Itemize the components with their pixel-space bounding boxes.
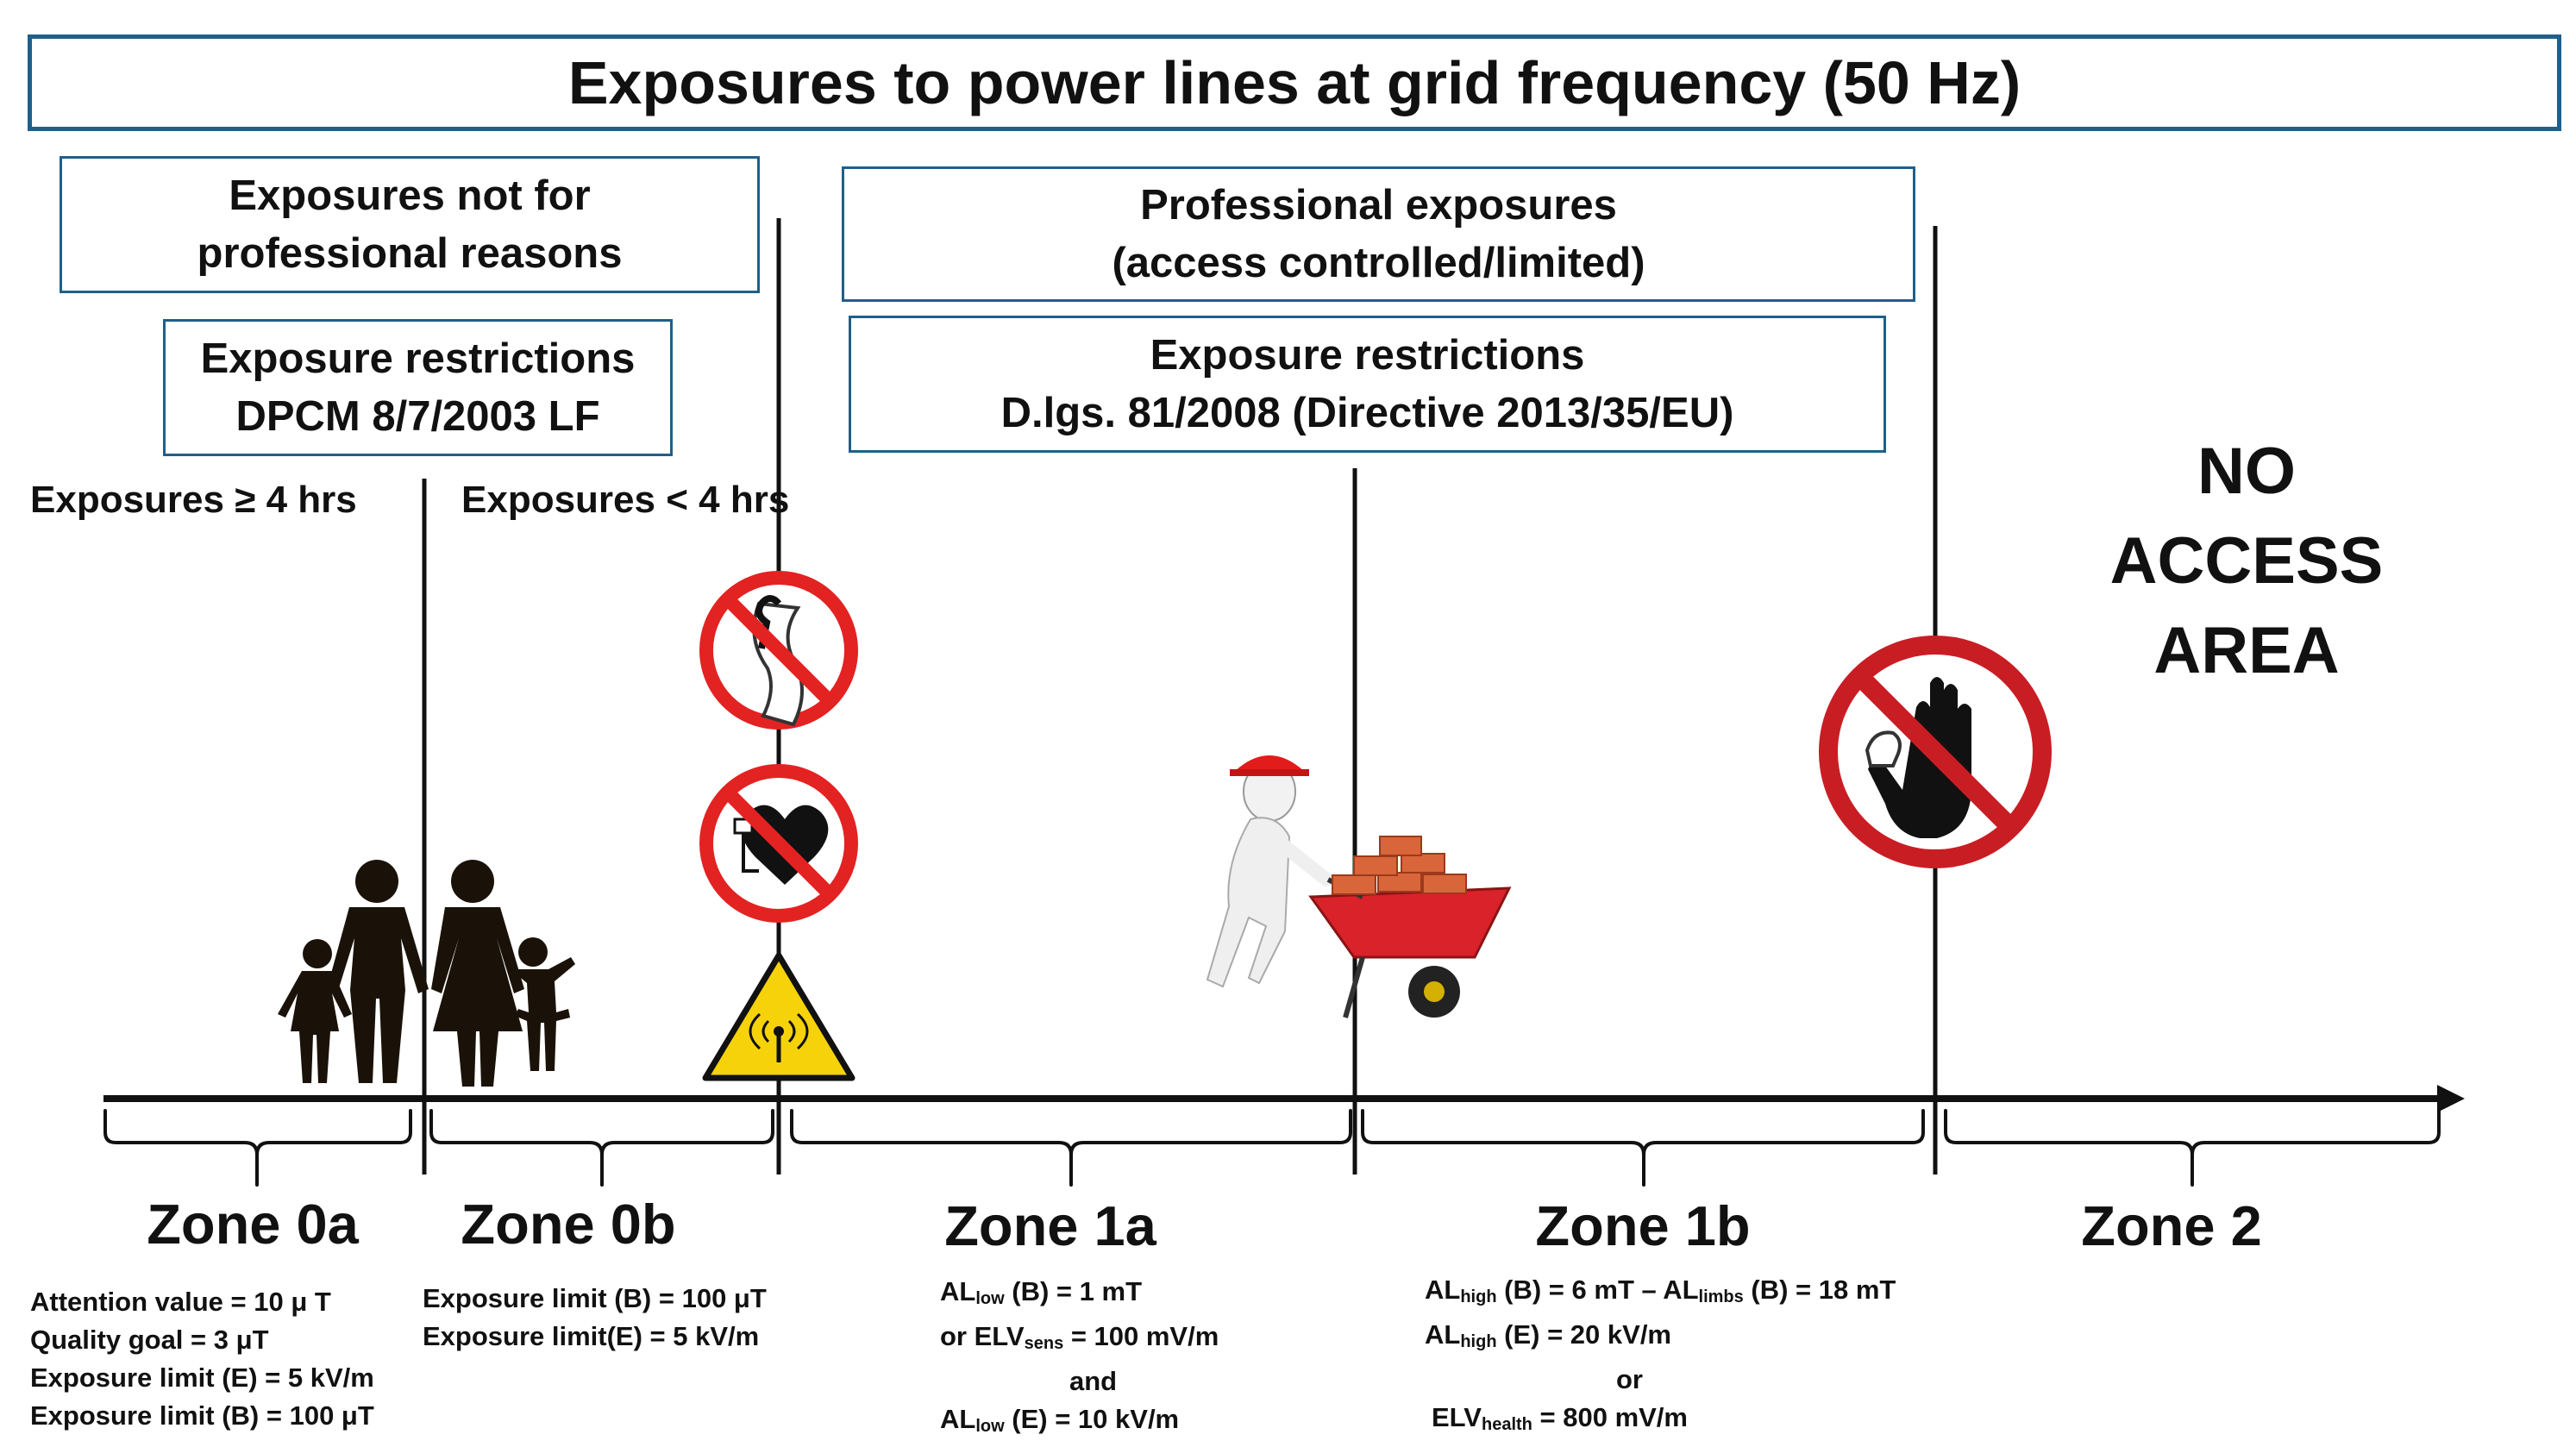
zone-1b-al-text: AL — [1425, 1275, 1461, 1305]
title-box: Exposures to power lines at grid frequen… — [28, 34, 2561, 131]
non-ionizing-radiation-warning-icon — [702, 952, 856, 1081]
brace-zone-0b — [429, 1109, 774, 1187]
dpcm-restrictions-line2: DPCM 8/7/2003 LF — [235, 392, 600, 440]
zone-1b-label: Zone 1b — [1535, 1194, 1751, 1257]
zone-1b-limbs-value: (B) = 18 mT — [1743, 1275, 1896, 1305]
page-title: Exposures to power lines at grid frequen… — [567, 49, 2021, 116]
non-professional-line2: professional reasons — [197, 229, 623, 277]
zone-0a-notes: Attention value = 10 μ T Quality goal = … — [30, 1283, 374, 1435]
professional-line2: (access controlled/limited) — [1112, 239, 1645, 286]
zone-1a-low-subscript-2: low — [975, 1417, 1005, 1436]
dlgs-restrictions-line1: Exposure restrictions — [1150, 331, 1585, 379]
zone-1a-b-value: (B) = 1 mT — [1004, 1276, 1143, 1306]
zone-1b-elv-text: ELV — [1432, 1402, 1482, 1432]
zone-1b-b-value: (B) = 6 mT – AL — [1496, 1275, 1699, 1305]
zone-1a-sens-subscript: sens — [1024, 1334, 1064, 1353]
zone-1b-or: or — [1616, 1364, 1643, 1394]
zone-1b-al-high-e: ALhigh (E) = 20 kV/m — [1425, 1316, 1896, 1361]
zone-0a-label: Zone 0a — [147, 1193, 359, 1256]
no-access-area-label: NO ACCESS AREA — [2104, 427, 2389, 696]
zone-0a-attention-value: Attention value = 10 μ T — [30, 1287, 331, 1317]
exposure-long-label: Exposures ≥ 4 hrs — [30, 479, 357, 521]
dpcm-restrictions-line1: Exposure restrictions — [200, 335, 636, 382]
zone-0a-exposure-limit-e: Exposure limit (E) = 5 kV/m — [30, 1362, 374, 1393]
zone-1a-al-low-e: ALlow (E) = 10 kV/m — [940, 1400, 1219, 1445]
zone-0b-exposure-limit-b: Exposure limit (B) = 100 μT — [423, 1283, 767, 1313]
brace-zone-2 — [1944, 1109, 2441, 1187]
zone-1b-elv-health: ELVhealth = 800 mV/m — [1425, 1399, 1896, 1444]
zone-1a-elv-text: or ELV — [940, 1321, 1025, 1351]
exposure-short-label: Exposures < 4 hrs — [461, 479, 790, 521]
dlgs-restrictions-line2: D.lgs. 81/2008 (Directive 2013/35/EU) — [1000, 389, 1734, 436]
no-access-line1: NO — [2197, 435, 2296, 508]
zone-1a-label: Zone 1a — [944, 1194, 1156, 1257]
no-access-hand-icon — [1819, 636, 2052, 868]
zone-1a-al-text-2: AL — [940, 1404, 976, 1434]
zone-1b-e-value: (E) = 20 kV/m — [1496, 1319, 1672, 1350]
zone-1b-notes: ALhigh (B) = 6 mT – ALlimbs (B) = 18 mT … — [1425, 1271, 1896, 1444]
zone-0b-exposure-limit-e: Exposure limit(E) = 5 kV/m — [423, 1321, 760, 1351]
zone-0b-notes: Exposure limit (B) = 100 μT Exposure lim… — [423, 1280, 767, 1356]
axis-arrow-head — [2437, 1085, 2465, 1112]
zone-1b-high-subscript: high — [1460, 1287, 1497, 1306]
non-professional-line1: Exposures not for — [229, 172, 591, 219]
zone-1a-al-low-b: ALlow (B) = 1 mT — [940, 1273, 1219, 1318]
no-metal-implants-icon — [699, 571, 858, 730]
professional-line1: Professional exposures — [1140, 181, 1617, 229]
brace-zone-1a — [790, 1109, 1352, 1187]
zone-1b-elv-value: = 800 mV/m — [1532, 1402, 1688, 1432]
dpcm-restrictions-box: Exposure restrictions DPCM 8/7/2003 LF — [163, 319, 673, 456]
no-access-line3: AREA — [2153, 614, 2340, 687]
dlgs-restrictions-box: Exposure restrictions D.lgs. 81/2008 (Di… — [849, 316, 1886, 453]
family-silhouette-icon — [278, 860, 575, 1087]
zone-1a-and: and — [1069, 1366, 1118, 1396]
brace-zone-0a — [103, 1109, 412, 1187]
zone-1b-health-subscript: health — [1482, 1415, 1532, 1434]
zone-1a-al-text: AL — [940, 1276, 976, 1306]
no-pacemaker-icon — [699, 764, 858, 923]
zone-0b-label: Zone 0b — [461, 1193, 676, 1256]
no-access-line2: ACCESS — [2109, 524, 2384, 598]
zone-2-label: Zone 2 — [2081, 1194, 2262, 1257]
zone-1a-elv-value: = 100 mV/m — [1063, 1321, 1219, 1351]
zone-1b-limbs-subscript: limbs — [1698, 1287, 1744, 1306]
zone-1b-al-text-2: AL — [1425, 1319, 1461, 1350]
zone-1a-e-value: (E) = 10 kV/m — [1004, 1404, 1180, 1434]
zone-1a-low-subscript: low — [975, 1289, 1005, 1308]
zone-1b-high-subscript-2: high — [1460, 1332, 1497, 1351]
brace-zone-1b — [1361, 1109, 1925, 1187]
non-professional-exposures-box: Exposures not for professional reasons — [60, 156, 760, 293]
zone-0a-exposure-limit-b: Exposure limit (B) = 100 μT — [30, 1400, 374, 1431]
zone-1a-elv-sens: or ELVsens = 100 mV/m — [940, 1318, 1219, 1362]
zone-1b-al-high-b: ALhigh (B) = 6 mT – ALlimbs (B) = 18 mT — [1425, 1271, 1896, 1316]
worker-with-wheelbarrow-icon — [1206, 755, 1512, 1018]
zone-1a-notes: ALlow (B) = 1 mT or ELVsens = 100 mV/m a… — [940, 1273, 1219, 1445]
professional-exposures-box: Professional exposures (access controlle… — [842, 166, 1915, 302]
zone-0a-quality-goal: Quality goal = 3 μT — [30, 1325, 269, 1355]
